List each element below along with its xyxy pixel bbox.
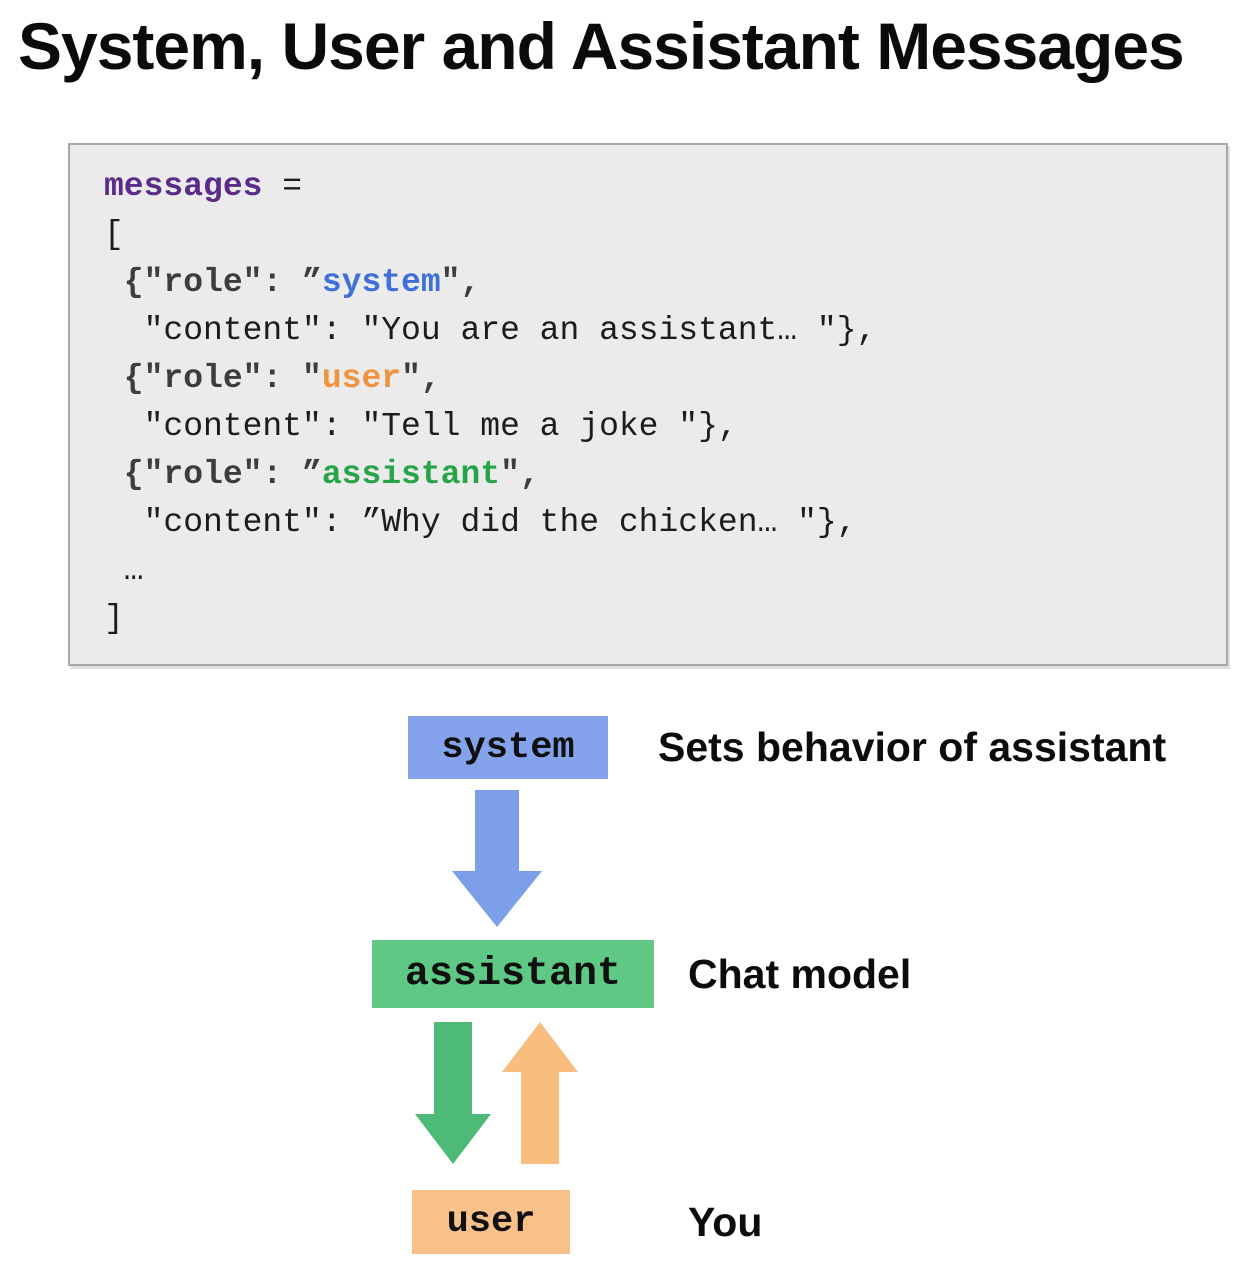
- node-user-label: user: [446, 1201, 536, 1243]
- node-system-label: system: [441, 726, 575, 769]
- code-segment: ]: [104, 600, 124, 637]
- system-description: Sets behavior of assistant: [658, 724, 1167, 770]
- node-assistant-label: assistant: [404, 951, 622, 997]
- code-segment: system: [321, 264, 441, 301]
- arrow-assistant-to-user-icon: [415, 1022, 491, 1164]
- node-system: system: [408, 716, 608, 779]
- arrow-shaft: [475, 790, 519, 871]
- code-line: "content": "Tell me a joke "},: [104, 403, 1216, 451]
- code-line: messages =: [104, 163, 1216, 211]
- code-segment: ",: [401, 360, 441, 397]
- arrow-head: [415, 1114, 491, 1164]
- code-segment: ",: [440, 264, 481, 301]
- code-line: [: [104, 211, 1216, 259]
- code-segment: ",: [500, 456, 540, 493]
- arrow-user-to-assistant-icon: [502, 1022, 578, 1164]
- code-segment: {"role": ”: [104, 264, 322, 301]
- code-block: messages =[ {"role": ”system", "content"…: [68, 143, 1228, 666]
- code-segment: {"role": ": [104, 360, 322, 397]
- code-line: "content": "You are an assistant… "},: [104, 307, 1216, 355]
- arrow-head: [502, 1022, 578, 1072]
- code-segment: =: [262, 168, 303, 205]
- code-line: "content": ”Why did the chicken… "},: [104, 499, 1216, 547]
- user-description: You: [688, 1198, 763, 1245]
- code-segment: user: [321, 360, 402, 397]
- page-title: System, User and Assistant Messages: [18, 9, 1185, 83]
- code-segment: {"role": ”: [104, 456, 322, 493]
- code-segment: "content": "Tell me a joke "},: [104, 408, 738, 445]
- code-line: …: [104, 547, 1216, 595]
- code-segment: assistant: [321, 456, 501, 493]
- assistant-description: Chat model: [688, 950, 912, 997]
- arrow-shaft: [521, 1072, 559, 1164]
- node-assistant: assistant: [372, 940, 654, 1008]
- arrow-head: [452, 871, 542, 927]
- code-segment: [: [104, 216, 124, 253]
- arrow-shaft: [434, 1022, 472, 1114]
- code-line: ]: [104, 595, 1216, 643]
- code-segment: messages: [104, 168, 263, 205]
- code-segment: …: [104, 552, 144, 589]
- code-segment: "content": "You are an assistant… "},: [104, 312, 877, 349]
- code-line: {"role": ”assistant",: [104, 451, 1216, 499]
- code-line: {"role": ”system",: [104, 259, 1216, 307]
- code-lines: messages =[ {"role": ”system", "content"…: [70, 145, 1226, 643]
- code-line: {"role": "user",: [104, 355, 1216, 403]
- node-user: user: [412, 1190, 570, 1254]
- arrow-system-to-assistant-icon: [452, 790, 542, 927]
- code-segment: "content": ”Why did the chicken… "},: [104, 504, 857, 541]
